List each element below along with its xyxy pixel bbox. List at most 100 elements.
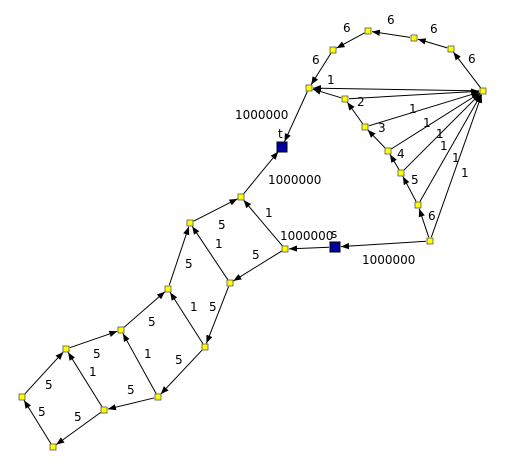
edge-label: 1 bbox=[409, 102, 417, 116]
edge-label: 6 bbox=[468, 52, 476, 66]
edge-n2-n1 bbox=[23, 400, 52, 444]
edge-n21-n20 bbox=[417, 38, 448, 49]
edge-n11-n9 bbox=[233, 250, 282, 282]
node[interactable] bbox=[329, 46, 337, 54]
node[interactable] bbox=[361, 123, 369, 131]
node[interactable] bbox=[341, 95, 349, 103]
edge-n16-n21 bbox=[453, 51, 481, 89]
edge-n15-n26 bbox=[418, 208, 430, 238]
edge-label: 1 bbox=[265, 206, 273, 220]
edge-n10-n12 bbox=[193, 198, 238, 222]
edge-label: 6 bbox=[387, 13, 395, 27]
node[interactable] bbox=[62, 345, 70, 353]
edge-label: 6 bbox=[428, 209, 436, 223]
node[interactable] bbox=[410, 34, 418, 42]
node[interactable] bbox=[364, 27, 372, 35]
edge-n12-t bbox=[243, 151, 279, 195]
node-label-t: t bbox=[278, 127, 283, 141]
edge-n22-n16 bbox=[348, 88, 480, 100]
edge-label: 1000000 bbox=[235, 108, 288, 122]
node[interactable] bbox=[447, 45, 455, 53]
node[interactable] bbox=[186, 219, 194, 227]
node[interactable] bbox=[100, 406, 108, 414]
edge-label: 5 bbox=[209, 300, 217, 314]
edge-n23-n16 bbox=[368, 91, 480, 127]
edge-n26-n25 bbox=[402, 176, 417, 202]
edge-n15-s bbox=[340, 240, 427, 250]
edge-label: 6 bbox=[343, 21, 351, 35]
node-t[interactable] bbox=[276, 141, 288, 153]
edge-label: 5 bbox=[218, 218, 226, 232]
edge-label: 1 bbox=[461, 166, 469, 180]
node[interactable] bbox=[49, 443, 57, 451]
edge-n16-n17 bbox=[312, 85, 480, 92]
edge-n25-n24 bbox=[389, 154, 400, 170]
edge-n19-n18 bbox=[336, 32, 365, 49]
edge-label: 6 bbox=[430, 22, 438, 36]
node[interactable] bbox=[414, 201, 422, 209]
node[interactable] bbox=[18, 393, 26, 401]
node-label-s: s bbox=[331, 227, 337, 241]
edge-label: 6 bbox=[312, 53, 320, 67]
nodes-layer bbox=[18, 27, 487, 451]
edge-label: 5 bbox=[185, 257, 193, 271]
edge-label: 5 bbox=[252, 248, 260, 262]
edge-label: 5 bbox=[38, 405, 46, 419]
edge-label: 5 bbox=[127, 383, 135, 397]
node[interactable] bbox=[201, 343, 209, 351]
edge-n11-n12 bbox=[243, 199, 283, 247]
edge-n23-n22 bbox=[346, 101, 364, 125]
node[interactable] bbox=[226, 279, 234, 287]
edge-label: 2 bbox=[357, 95, 365, 109]
edge-n26-n16 bbox=[419, 94, 482, 202]
node[interactable] bbox=[237, 193, 245, 201]
edge-label: 1 bbox=[89, 365, 97, 379]
edge-n8-n10 bbox=[168, 226, 190, 286]
edge-n3-n2 bbox=[55, 411, 102, 446]
edge-label: 1 bbox=[440, 139, 448, 153]
edge-n24-n23 bbox=[367, 129, 386, 149]
edge-n18-n17 bbox=[310, 53, 332, 85]
edge-n20-n19 bbox=[371, 29, 411, 38]
node[interactable] bbox=[154, 393, 162, 401]
edge-label: 1 bbox=[327, 73, 335, 87]
node[interactable] bbox=[117, 326, 125, 334]
edge-label: 5 bbox=[148, 315, 156, 329]
edge-label: 1 bbox=[452, 151, 460, 165]
edge-label: 5 bbox=[411, 173, 419, 187]
edge-label: 1 bbox=[423, 116, 431, 130]
node[interactable] bbox=[281, 245, 289, 253]
node[interactable] bbox=[384, 147, 392, 155]
edge-label: 5 bbox=[175, 353, 183, 367]
edge-label: 1000000 bbox=[268, 173, 321, 187]
edge-n1-n4 bbox=[24, 351, 64, 395]
node[interactable] bbox=[164, 285, 172, 293]
edge-n17-t bbox=[284, 91, 308, 142]
edge-label: 5 bbox=[74, 410, 82, 424]
edge-label: 4 bbox=[397, 147, 405, 161]
edge-n6-n8 bbox=[123, 291, 166, 328]
node-s[interactable] bbox=[329, 241, 341, 253]
edge-s-n11 bbox=[288, 245, 330, 252]
edge-label: 3 bbox=[378, 121, 386, 135]
edge-label: 1000000 bbox=[362, 253, 415, 267]
node[interactable] bbox=[426, 237, 434, 245]
edges-layer bbox=[23, 29, 483, 446]
edge-n5-n6 bbox=[122, 333, 157, 394]
edge-label: 1 bbox=[436, 127, 444, 141]
edge-n5-n3 bbox=[107, 397, 155, 411]
edge-n7-n8 bbox=[169, 292, 204, 344]
edge-label: 1000000 bbox=[280, 229, 333, 243]
edge-n7-n5 bbox=[160, 349, 203, 395]
edge-n9-n10 bbox=[191, 226, 229, 280]
edge-n9-n7 bbox=[205, 286, 230, 344]
edge-label: 5 bbox=[93, 347, 101, 361]
node[interactable] bbox=[397, 169, 405, 177]
node[interactable] bbox=[305, 84, 313, 92]
node[interactable] bbox=[479, 87, 487, 95]
edge-label: 1 bbox=[190, 300, 198, 314]
edge-n24-n16 bbox=[391, 92, 480, 150]
edge-n22-n17 bbox=[312, 88, 342, 99]
edge-n15-n16 bbox=[430, 94, 483, 238]
